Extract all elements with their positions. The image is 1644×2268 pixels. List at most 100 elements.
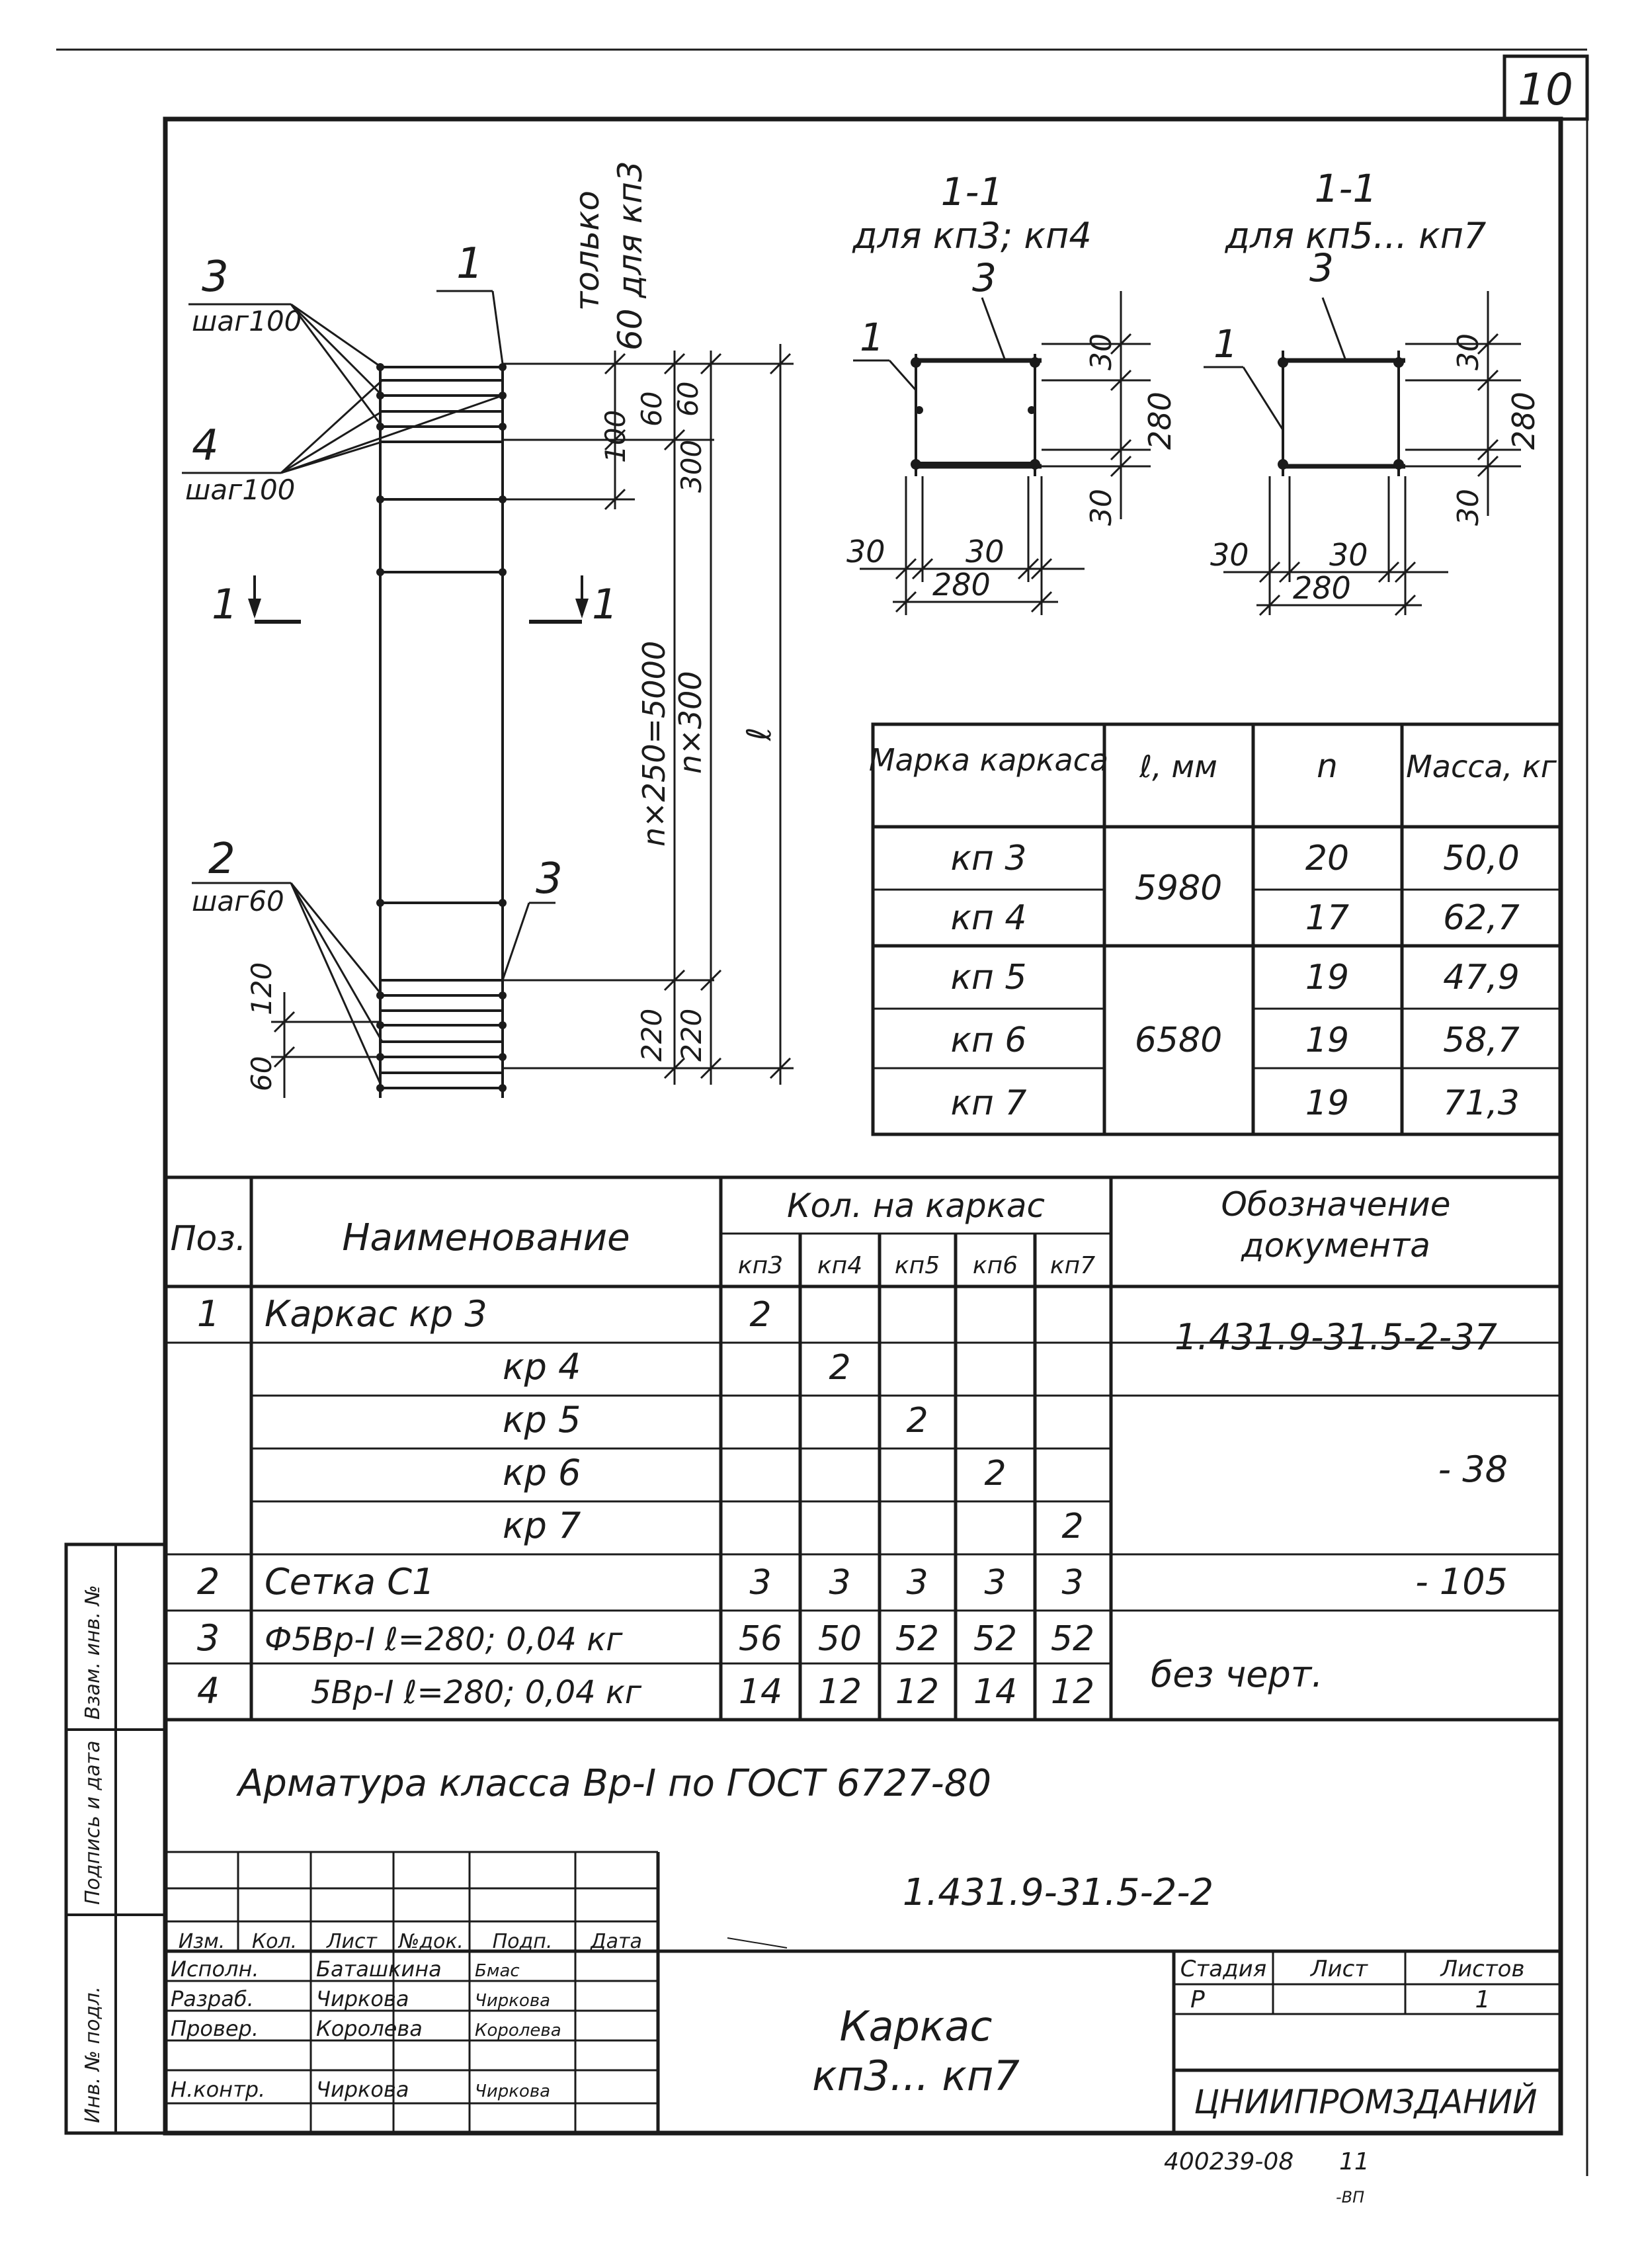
section-1-bars: [911, 357, 1040, 470]
tb-organization: ЦНИИПРОМЗДАНИЙ: [1194, 2082, 1537, 2121]
section-2-bars: [1278, 357, 1404, 470]
section-1-dim-280-h: 280: [932, 567, 991, 603]
dim-120: 120: [245, 962, 278, 1015]
position-leaders: [182, 290, 555, 1089]
section-1-dim-30-bot: 30: [1085, 489, 1118, 526]
spec-row-8-q5: 12: [1051, 1672, 1094, 1712]
spec-qty-col-1: кп3: [738, 1252, 783, 1279]
dim-60c: 60: [245, 1056, 278, 1091]
label-pos3: 3: [202, 253, 229, 302]
mass-row-2-mark: кп 4: [950, 898, 1026, 938]
tb-stage-value: Р: [1190, 1986, 1205, 2013]
label-pos4-step: шаг100: [185, 474, 295, 506]
tb-stage-header: Стадия: [1180, 1956, 1266, 1982]
spec-qty-col-3: кп5: [895, 1252, 940, 1279]
spec-row-1-q1: 2: [749, 1295, 771, 1335]
spec-row-6-q3: 3: [906, 1563, 928, 1603]
spec-row-5-q5: 2: [1061, 1507, 1083, 1546]
spec-row-7-q1: 56: [739, 1619, 782, 1659]
mass-row-1-n: 20: [1305, 839, 1349, 878]
spec-header-pos: Поз.: [170, 1219, 246, 1259]
spec-row-7-q2: 50: [818, 1619, 862, 1659]
frame-elevation: [379, 364, 504, 1098]
elevation-dimensions: [271, 344, 794, 1098]
tb-name-2: Чиркова: [316, 1986, 409, 2011]
spec-row-4-name: кр 6: [503, 1452, 581, 1493]
section-1-title: 1-1: [941, 169, 1004, 214]
spec-row-8-pos: 4: [197, 1670, 220, 1712]
spec-row-2-q2: 2: [829, 1348, 850, 1388]
section-1-dim-280-v: 280: [1142, 392, 1178, 450]
tb-name-5: Чиркова: [316, 2077, 409, 2102]
tb-title-1: Каркас: [840, 2002, 993, 2050]
title-block-code: 1.431.9-31.5-2-2: [903, 1871, 1213, 1914]
mass-row-1-mass: 50,0: [1443, 839, 1520, 878]
dim-l: ℓ: [740, 727, 778, 741]
tb-role-3: Провер.: [171, 2016, 259, 2041]
weld-points: [376, 363, 507, 1092]
mass-length-b: 6580: [1135, 1021, 1222, 1060]
section-2-dim-30-l: 30: [1210, 537, 1249, 573]
tb-name-1: Баташкина: [316, 1956, 442, 1982]
tb-col-data: Дата: [589, 1930, 642, 1953]
side-stamp-sign-date: Подпись и дата: [81, 1741, 104, 1906]
dim-300: 300: [675, 440, 708, 493]
section-1-drawing: [853, 291, 1151, 615]
spec-row-8-name: 5Вр-I ℓ=280; 0,04 кг: [311, 1674, 642, 1711]
spec-row-8-q1: 14: [739, 1672, 782, 1712]
side-stamp-inv: Инв. № подл.: [81, 1986, 104, 2123]
section-1-pos-top: 3: [972, 255, 997, 300]
mass-row-4-n: 19: [1305, 1021, 1349, 1060]
spec-header-doc: Обозначение документа: [1221, 1185, 1451, 1265]
section-1-pos-left: 1: [860, 315, 884, 360]
spec-header-qty: Кол. на каркас: [787, 1187, 1045, 1225]
section-1-dim-30-top: 30: [1085, 333, 1118, 370]
spec-row-6-q5: 3: [1061, 1563, 1083, 1603]
mass-table: [871, 722, 1563, 1136]
label-pos2: 2: [208, 835, 235, 884]
spec-doc-3: - 105: [1415, 1561, 1508, 1603]
spec-row-6-name: Сетка С1: [265, 1561, 434, 1603]
spec-table: [165, 1175, 1561, 1722]
cut-markers: [253, 575, 583, 624]
section-2-title: 1-1: [1315, 166, 1377, 211]
mass-length-a: 5980: [1135, 868, 1222, 908]
dim-n300: n×300: [673, 671, 708, 775]
tb-col-podp: Подп.: [493, 1930, 553, 1953]
tb-title-2: кп3... кп7: [812, 2052, 1020, 2100]
cut-label-left: 1: [212, 580, 237, 628]
tb-col-izm: Изм.: [179, 1930, 226, 1953]
mass-row-4-mass: 58,7: [1443, 1021, 1520, 1060]
dim-60b: 60: [672, 382, 704, 417]
spec-row-3-q3: 2: [906, 1401, 928, 1441]
reinforcement-note: Арматура класса Вр-I по ГОСТ 6727-80: [236, 1762, 991, 1805]
label-pos1: 1: [456, 239, 483, 288]
spec-row-7-q5: 52: [1051, 1619, 1094, 1659]
spec-row-5-name: кр 7: [503, 1505, 581, 1546]
spec-qty-col-4: кп6: [973, 1252, 1018, 1279]
spec-doc-2: - 38: [1438, 1449, 1508, 1490]
spec-row-8-q2: 12: [818, 1672, 862, 1712]
section-2-dim-30-r: 30: [1329, 537, 1368, 573]
mass-table-header-n: n: [1317, 747, 1338, 785]
cut-arrows: [248, 599, 589, 618]
spec-row-1-name: Каркас кр 3: [265, 1293, 487, 1335]
dim-220b: 220: [675, 1009, 708, 1062]
cut-label-right: 1: [592, 580, 618, 628]
mass-row-1-mark: кп 3: [950, 839, 1026, 878]
stamp-page: 11: [1339, 2148, 1370, 2175]
mass-row-2-n: 17: [1305, 898, 1349, 938]
section-1-dim-30-r: 30: [966, 534, 1005, 569]
tb-sheets-value: 1: [1475, 1986, 1491, 2013]
spec-doc-1: 1.431.9-31.5-2-37: [1174, 1316, 1497, 1358]
dim-n250: n×250=5000: [636, 641, 672, 847]
section-2-dim-280-v: 280: [1506, 392, 1541, 450]
spec-qty-col-2: кп4: [817, 1252, 862, 1279]
spec-row-6-q1: 3: [749, 1563, 771, 1603]
spec-row-1-pos: 1: [197, 1293, 220, 1335]
label-pos3-step: шаг100: [192, 305, 302, 337]
tb-role-1: Исполн.: [171, 1956, 259, 1982]
spec-row-7-q4: 52: [973, 1619, 1017, 1659]
mass-row-5-n: 19: [1305, 1083, 1349, 1123]
